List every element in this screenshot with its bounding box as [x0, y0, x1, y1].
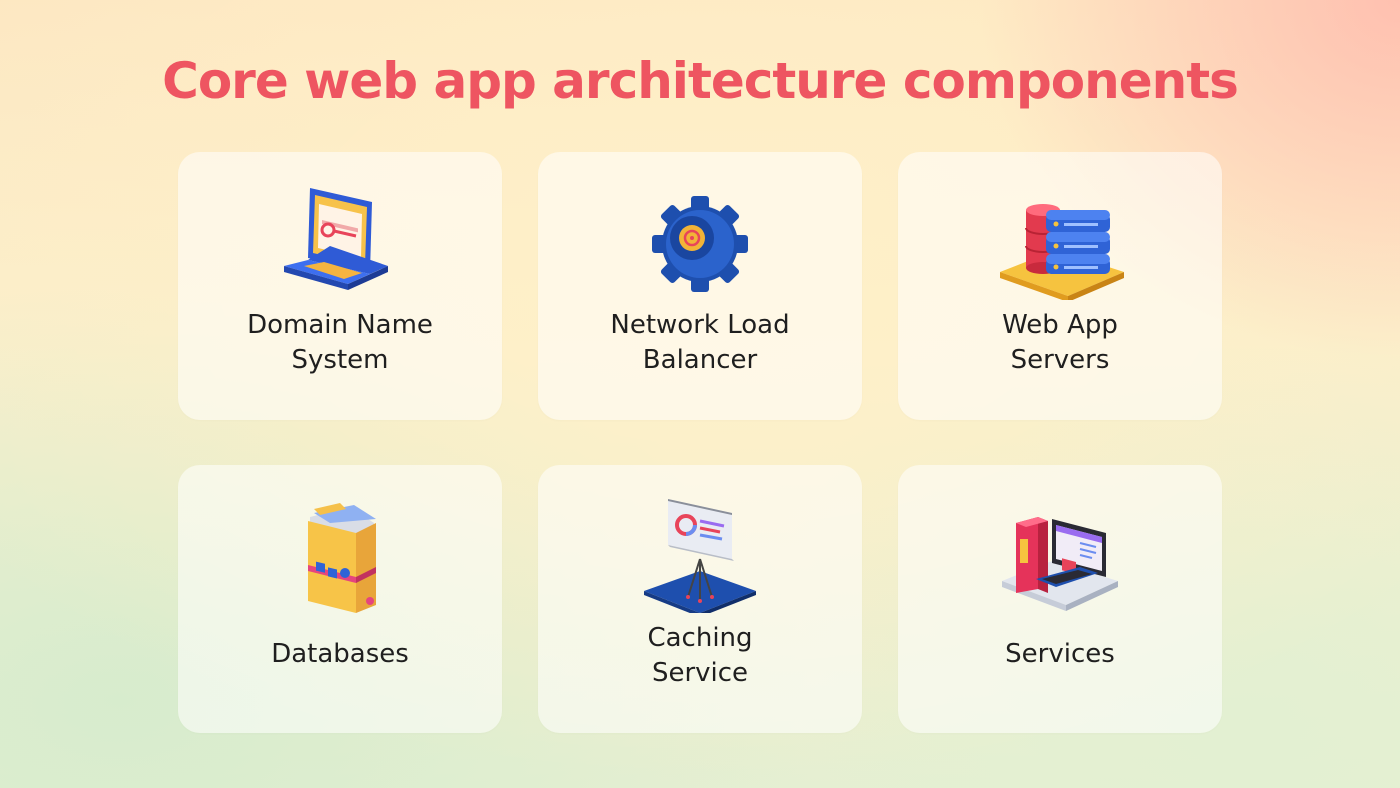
card-databases: Databases — [178, 465, 502, 733]
card-label: Domain Name System — [247, 310, 433, 375]
desktop-computer-icon — [1002, 517, 1118, 611]
presentation-board-icon — [644, 499, 756, 613]
card-services: Services — [898, 465, 1222, 733]
card-web-app-servers: Web App Servers — [898, 152, 1222, 420]
card-label: Web App Servers — [1002, 310, 1118, 375]
card-label: Caching Service — [647, 623, 753, 688]
card-caching-service: Caching Service — [538, 465, 862, 733]
card-label: Databases — [271, 639, 409, 669]
card-network-load-balancer: Network Load Balancer — [538, 152, 862, 420]
page-title: Core web app architecture components — [162, 52, 1239, 110]
gear-icon — [652, 196, 748, 292]
folder-icon — [308, 503, 376, 613]
card-label: Network Load Balancer — [610, 310, 790, 375]
server-stack-icon — [1000, 204, 1124, 300]
card-domain-name-system: Domain Name System — [178, 152, 502, 420]
laptop-icon — [284, 188, 388, 290]
card-label: Services — [1005, 639, 1115, 669]
